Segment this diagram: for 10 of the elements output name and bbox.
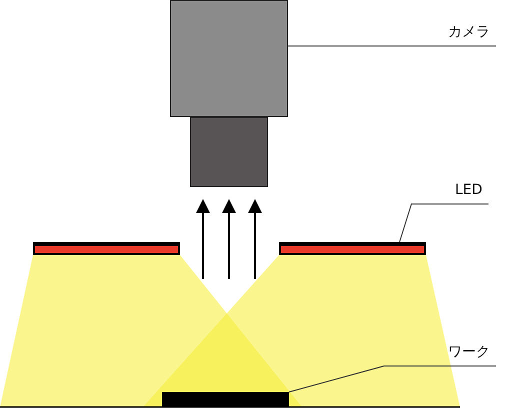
camera-body [170, 0, 288, 117]
part-label: カメラ [448, 24, 490, 40]
part-label: LED [455, 182, 482, 198]
led-bar [279, 242, 426, 255]
camera-lens [190, 117, 268, 187]
leader-line [288, 366, 496, 392]
workpiece [162, 392, 289, 407]
led-bar [33, 242, 180, 255]
part-label: ワーク [448, 344, 490, 360]
leader-line [399, 204, 489, 242]
